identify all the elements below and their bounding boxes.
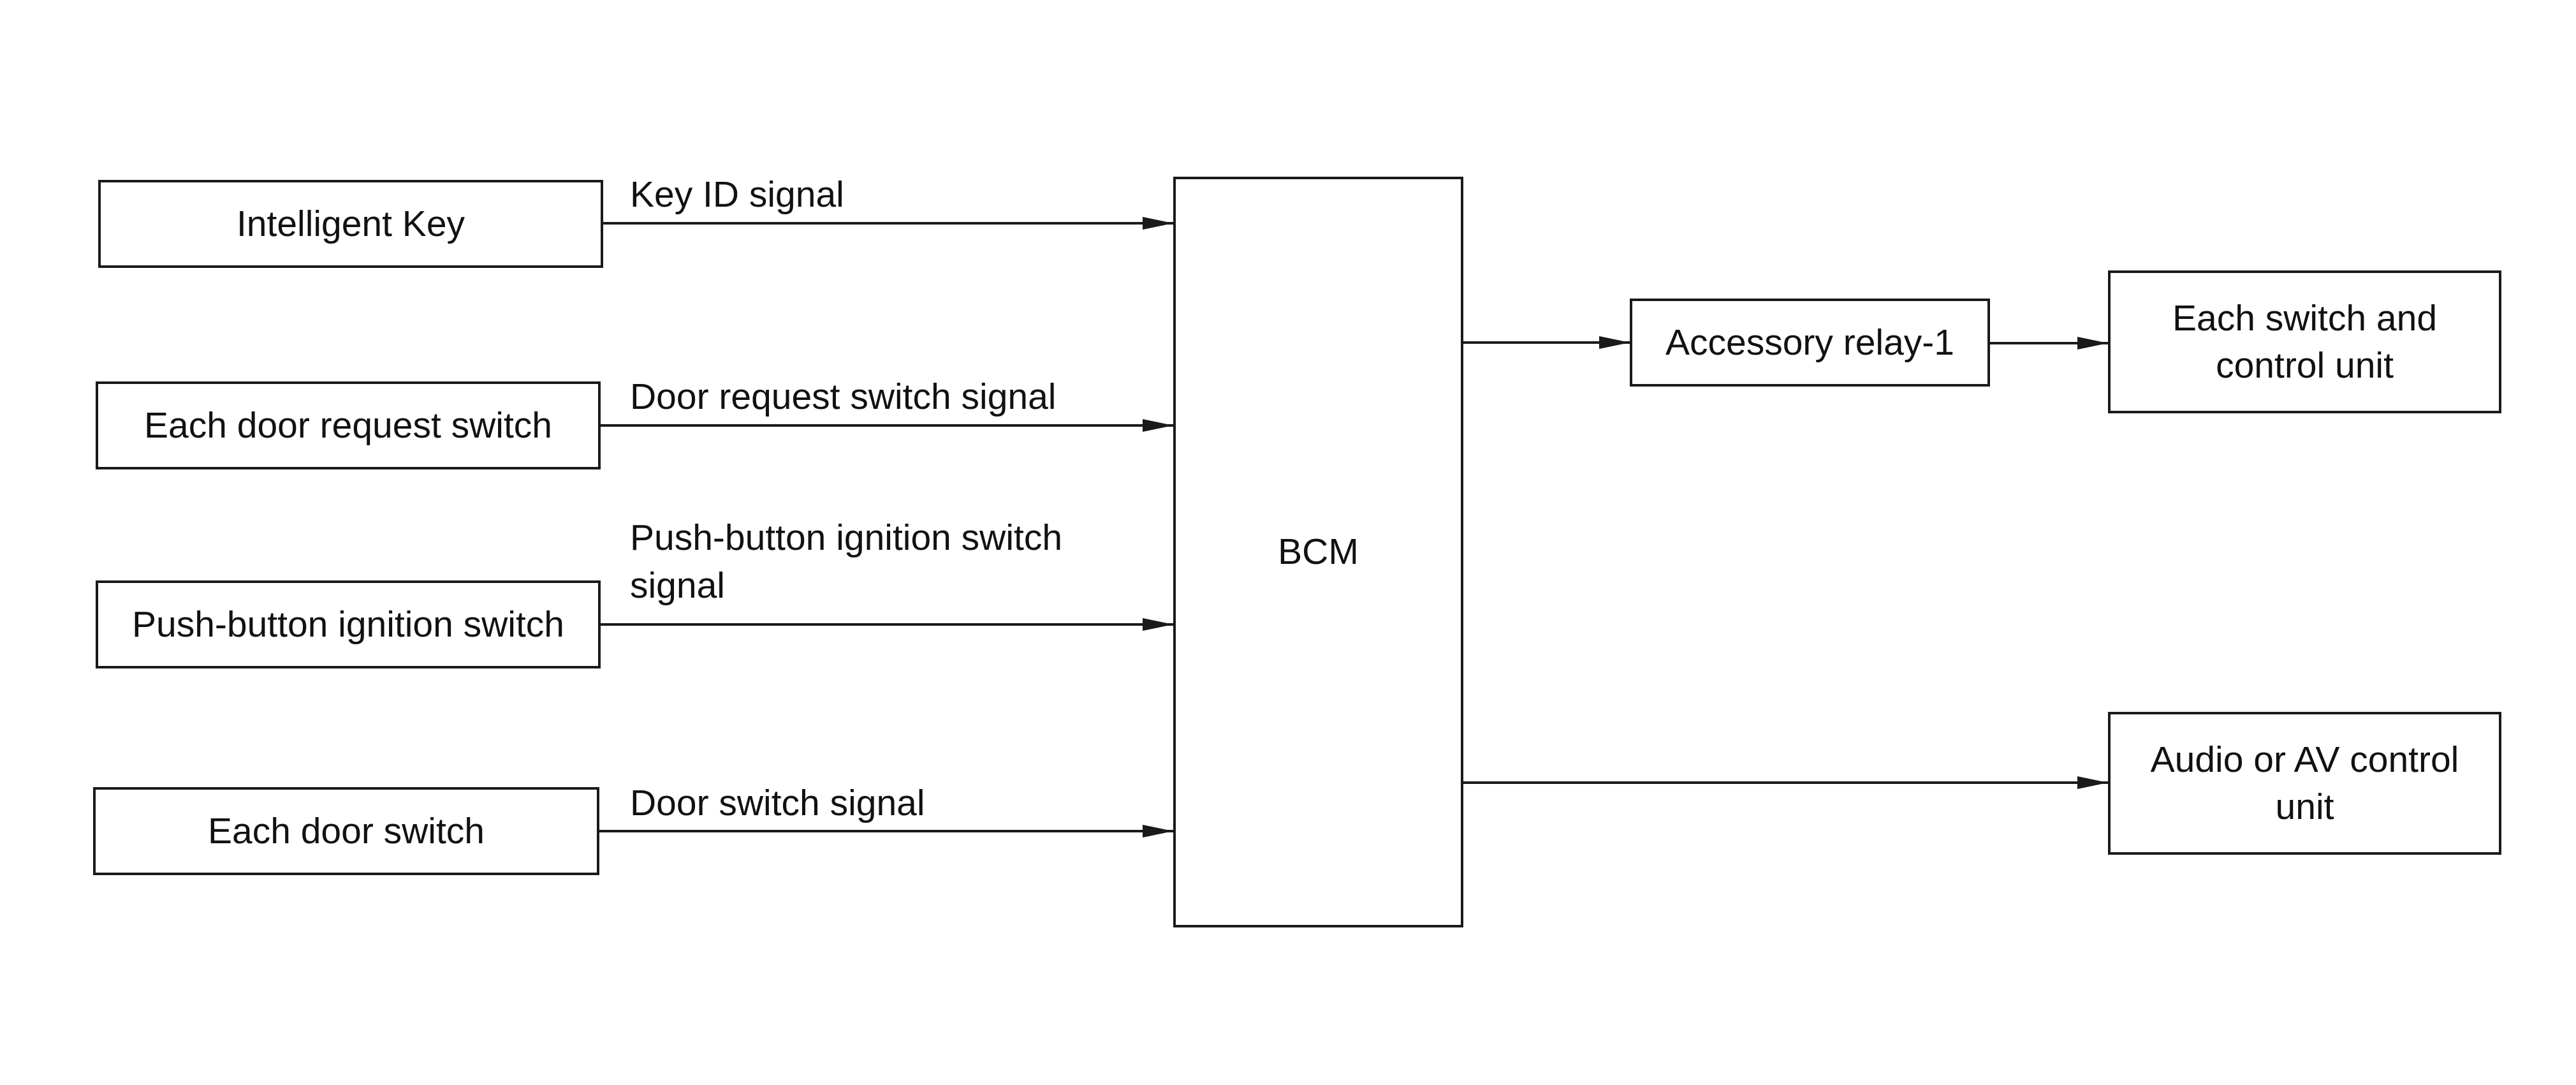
accessory-relay-box: Accessory relay-1: [1630, 299, 1990, 387]
bcm-label: BCM: [1278, 531, 1359, 573]
door-switch-label: Each door switch: [207, 810, 485, 852]
push-button-ignition-switch-box: Push-button ignition switch: [96, 580, 601, 668]
door-switch-signal-label: Door switch signal: [630, 783, 925, 823]
intelligent-key-box: Intelligent Key: [98, 180, 603, 268]
each-switch-control-unit-label: Each switch and control unit: [2172, 297, 2438, 386]
key-id-signal-label: Key ID signal: [630, 174, 844, 215]
door-switch-box: Each door switch: [93, 787, 599, 875]
door-request-switch-box: Each door request switch: [96, 381, 601, 469]
audio-av-control-unit-box: Audio or AV control unit: [2108, 712, 2501, 855]
door-request-switch-label: Each door request switch: [144, 404, 552, 446]
accessory-relay-label: Accessory relay-1: [1665, 321, 1954, 363]
bcm-box: BCM: [1173, 177, 1463, 927]
intelligent-key-label: Intelligent Key: [236, 203, 465, 244]
audio-av-control-unit-label: Audio or AV control unit: [2150, 739, 2459, 827]
each-switch-control-unit-box: Each switch and control unit: [2108, 270, 2501, 413]
push-button-ignition-switch-label: Push-button ignition switch: [131, 603, 565, 645]
door-request-switch-signal-label: Door request switch signal: [630, 376, 1057, 417]
push-button-ignition-switch-signal-label: Push-button ignition switch signal: [630, 517, 1063, 607]
